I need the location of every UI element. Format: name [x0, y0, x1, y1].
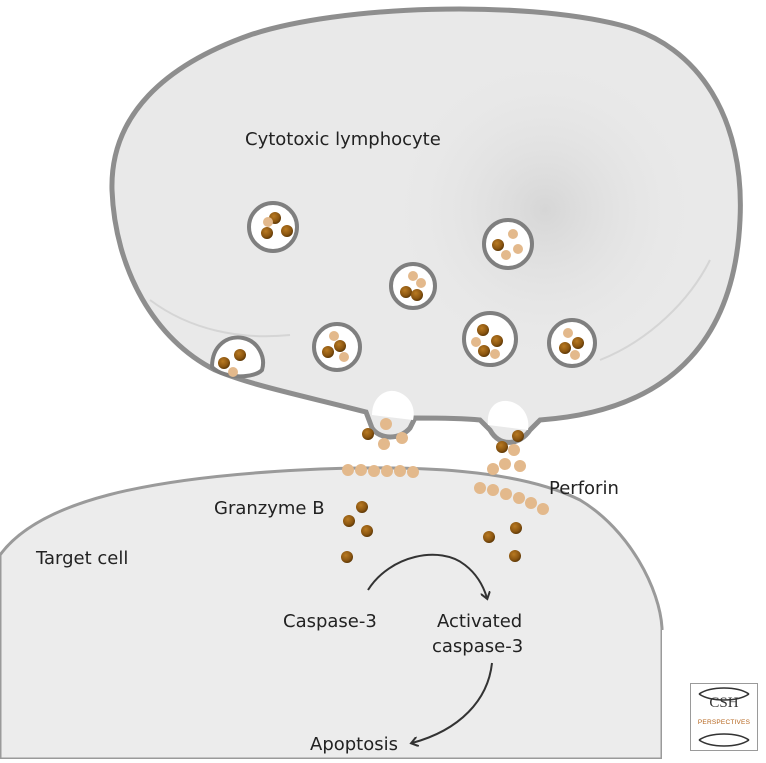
granule-vesicle	[482, 218, 534, 270]
label-apoptosis: Apoptosis	[310, 734, 398, 755]
nucleus-shading	[395, 60, 695, 360]
perforin-pore-right	[474, 482, 549, 515]
granule-vesicle	[547, 318, 597, 368]
activation-arrow	[367, 553, 487, 598]
fusion-pore-left	[372, 390, 414, 420]
membrane-texture	[599, 259, 711, 361]
dna-helix-icon	[698, 687, 750, 747]
membrane-texture	[149, 299, 291, 338]
label-activated-line2: caspase-3	[432, 636, 523, 657]
granule-vesicle	[312, 322, 362, 372]
csh-perspectives-logo: CSH PERSPECTIVES	[690, 683, 758, 751]
label-caspase-3: Caspase-3	[283, 611, 377, 632]
granule-vesicle	[389, 262, 437, 310]
released-granules-left	[362, 418, 408, 450]
granule-vesicle-fusing	[209, 335, 265, 379]
granule-vesicle	[462, 311, 518, 367]
fusion-pore-right	[487, 400, 529, 430]
label-target-cell: Target cell	[35, 548, 128, 569]
label-activated-line1: Activated	[437, 611, 522, 632]
apoptosis-arrow	[412, 662, 493, 743]
granzyme-b-cluster-left	[341, 501, 373, 563]
target-cell	[0, 466, 664, 761]
logo-mark: CSH	[709, 695, 739, 711]
label-perforin: Perforin	[549, 478, 619, 499]
released-granules-right	[487, 430, 526, 475]
logo-subtitle: PERSPECTIVES	[697, 719, 751, 726]
perforin-pore-left	[342, 464, 419, 478]
granzyme-b-cluster-right	[483, 522, 522, 562]
label-granzyme-b: Granzyme B	[214, 498, 325, 519]
granule-vesicle	[247, 201, 299, 253]
label-cytotoxic-lymphocyte: Cytotoxic lymphocyte	[245, 129, 441, 150]
